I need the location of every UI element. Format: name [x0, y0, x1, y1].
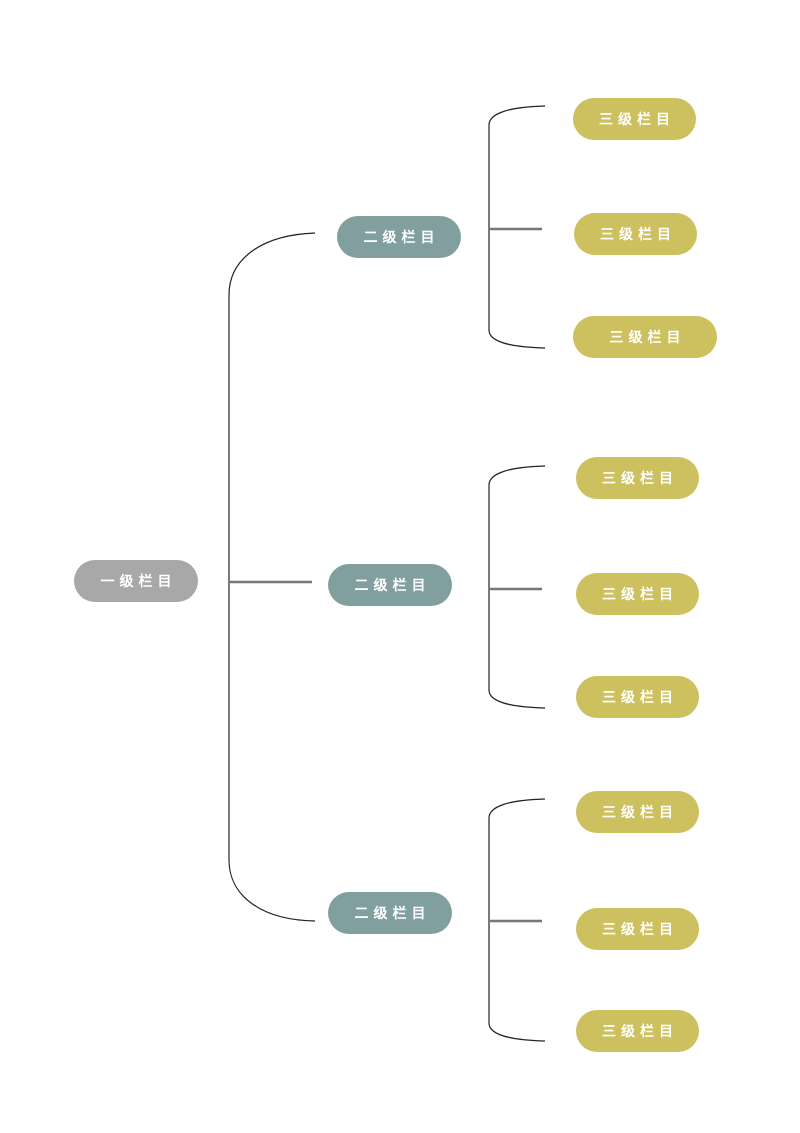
bracket-2: [488, 465, 546, 709]
level3-node: 三级栏目: [576, 676, 699, 718]
main-bracket: [228, 232, 316, 922]
bracket-1: [488, 105, 546, 349]
level3-node: 三级栏目: [576, 908, 699, 950]
level3-node: 三级栏目: [576, 1010, 699, 1052]
level3-node: 三级栏目: [574, 213, 697, 255]
level2-node: 二级栏目: [328, 892, 452, 934]
level3-node: 三级栏目: [573, 316, 717, 358]
level3-node: 三级栏目: [576, 573, 699, 615]
level3-node: 三级栏目: [576, 791, 699, 833]
level2-node: 二级栏目: [337, 216, 461, 258]
root-node: 一级栏目: [74, 560, 198, 602]
level3-node: 三级栏目: [573, 98, 696, 140]
level2-node: 二级栏目: [328, 564, 452, 606]
level3-node: 三级栏目: [576, 457, 699, 499]
